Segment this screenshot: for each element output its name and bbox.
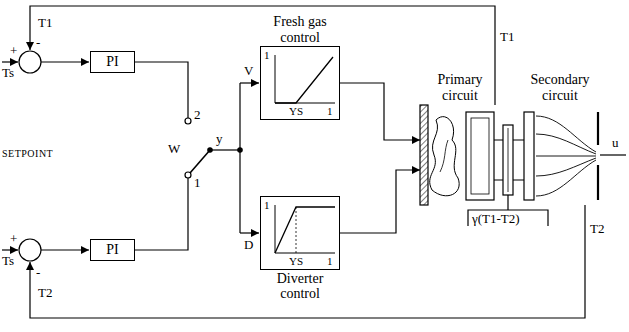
flow-line: [536, 134, 596, 154]
output-wire: [600, 154, 626, 155]
switch-contact: [185, 118, 191, 124]
signal-label: +: [10, 44, 17, 58]
setpoint-wire: [2, 249, 18, 250]
secondary-wall: [597, 112, 599, 200]
graph-axes: [275, 205, 335, 253]
graph-label: YS: [289, 255, 303, 267]
signal-label: y: [216, 132, 223, 146]
graph-label: 1: [264, 49, 270, 61]
pi-output-wire: [135, 62, 188, 118]
graph-guide: [296, 207, 297, 253]
signal-label: Ts: [2, 66, 14, 80]
signal-label: 1: [194, 176, 201, 190]
switch-blade: [190, 150, 210, 173]
signal-connector: [340, 170, 420, 233]
flow-line: [536, 116, 596, 152]
flow-line: [536, 158, 596, 176]
graph-label: 1: [264, 199, 270, 211]
controller-label: PI: [106, 54, 118, 69]
controller-label: PI: [106, 242, 118, 257]
setpoint-wire: [2, 61, 18, 62]
signal-label: T1: [38, 16, 52, 30]
block-title: Primary circuit: [420, 72, 500, 103]
signal-label: T2: [38, 286, 52, 300]
signal-connector: [340, 83, 420, 140]
primary-link: [494, 140, 503, 180]
flow-line: [536, 156, 596, 157]
graph-axes: [275, 55, 335, 103]
control-curve-box: Diverter control1YS1: [260, 196, 340, 270]
block-title: Fresh gas control: [261, 14, 339, 45]
burner-wall: [420, 105, 428, 205]
error-wire: [41, 249, 89, 250]
secondary-tube: [524, 112, 534, 200]
flame-stroke: [440, 140, 448, 172]
pi-output-wire: [135, 178, 188, 250]
signal-label: -: [36, 36, 40, 50]
summing-junction: [19, 51, 41, 73]
signal-label: W: [168, 142, 180, 156]
signal-label: +: [10, 232, 17, 246]
v-wire: [240, 82, 259, 83]
summing-junction: [19, 239, 41, 261]
signal-label: 2: [194, 108, 201, 122]
signal-label: u: [612, 136, 619, 150]
graph-label: 1: [327, 255, 333, 267]
secondary-link: [513, 140, 524, 180]
junction-dot: [238, 148, 242, 152]
y-wire: [210, 149, 240, 150]
block-title: Secondary circuit: [520, 72, 600, 103]
error-wire: [41, 61, 89, 62]
graph-label: 1: [327, 105, 333, 117]
graph-curve: [275, 207, 335, 253]
circuit-illustration: Secondary circuit: [520, 105, 600, 205]
exchanger-core: [508, 128, 509, 192]
signal-label: D: [244, 238, 253, 252]
signal-label: γ(T1-T2): [472, 212, 520, 226]
heat-exchanger: [503, 125, 513, 195]
controller-box: PI: [90, 51, 135, 73]
signal-label: SETPOINT: [2, 148, 53, 159]
signal-label: Ts: [2, 254, 14, 268]
control-curve-box: Fresh gas control1YS1: [260, 46, 340, 120]
branch-wire: [239, 83, 240, 233]
controller-box: PI: [90, 239, 135, 261]
exchange-bracket: [468, 195, 548, 226]
circuit-illustration: Primary circuit: [420, 105, 500, 205]
signal-label: V: [244, 64, 253, 78]
signal-label: T2: [590, 222, 604, 236]
signal-label: -: [36, 266, 40, 280]
signal-label: T1: [500, 30, 514, 44]
flow-line: [536, 160, 596, 196]
primary-tube: [466, 112, 494, 200]
primary-tube-inner: [471, 118, 489, 194]
graph-label: YS: [289, 105, 303, 117]
d-wire: [240, 232, 259, 233]
flame-cloud: [430, 117, 459, 196]
graph-curve: [275, 57, 333, 103]
block-title: Diverter control: [261, 271, 339, 302]
